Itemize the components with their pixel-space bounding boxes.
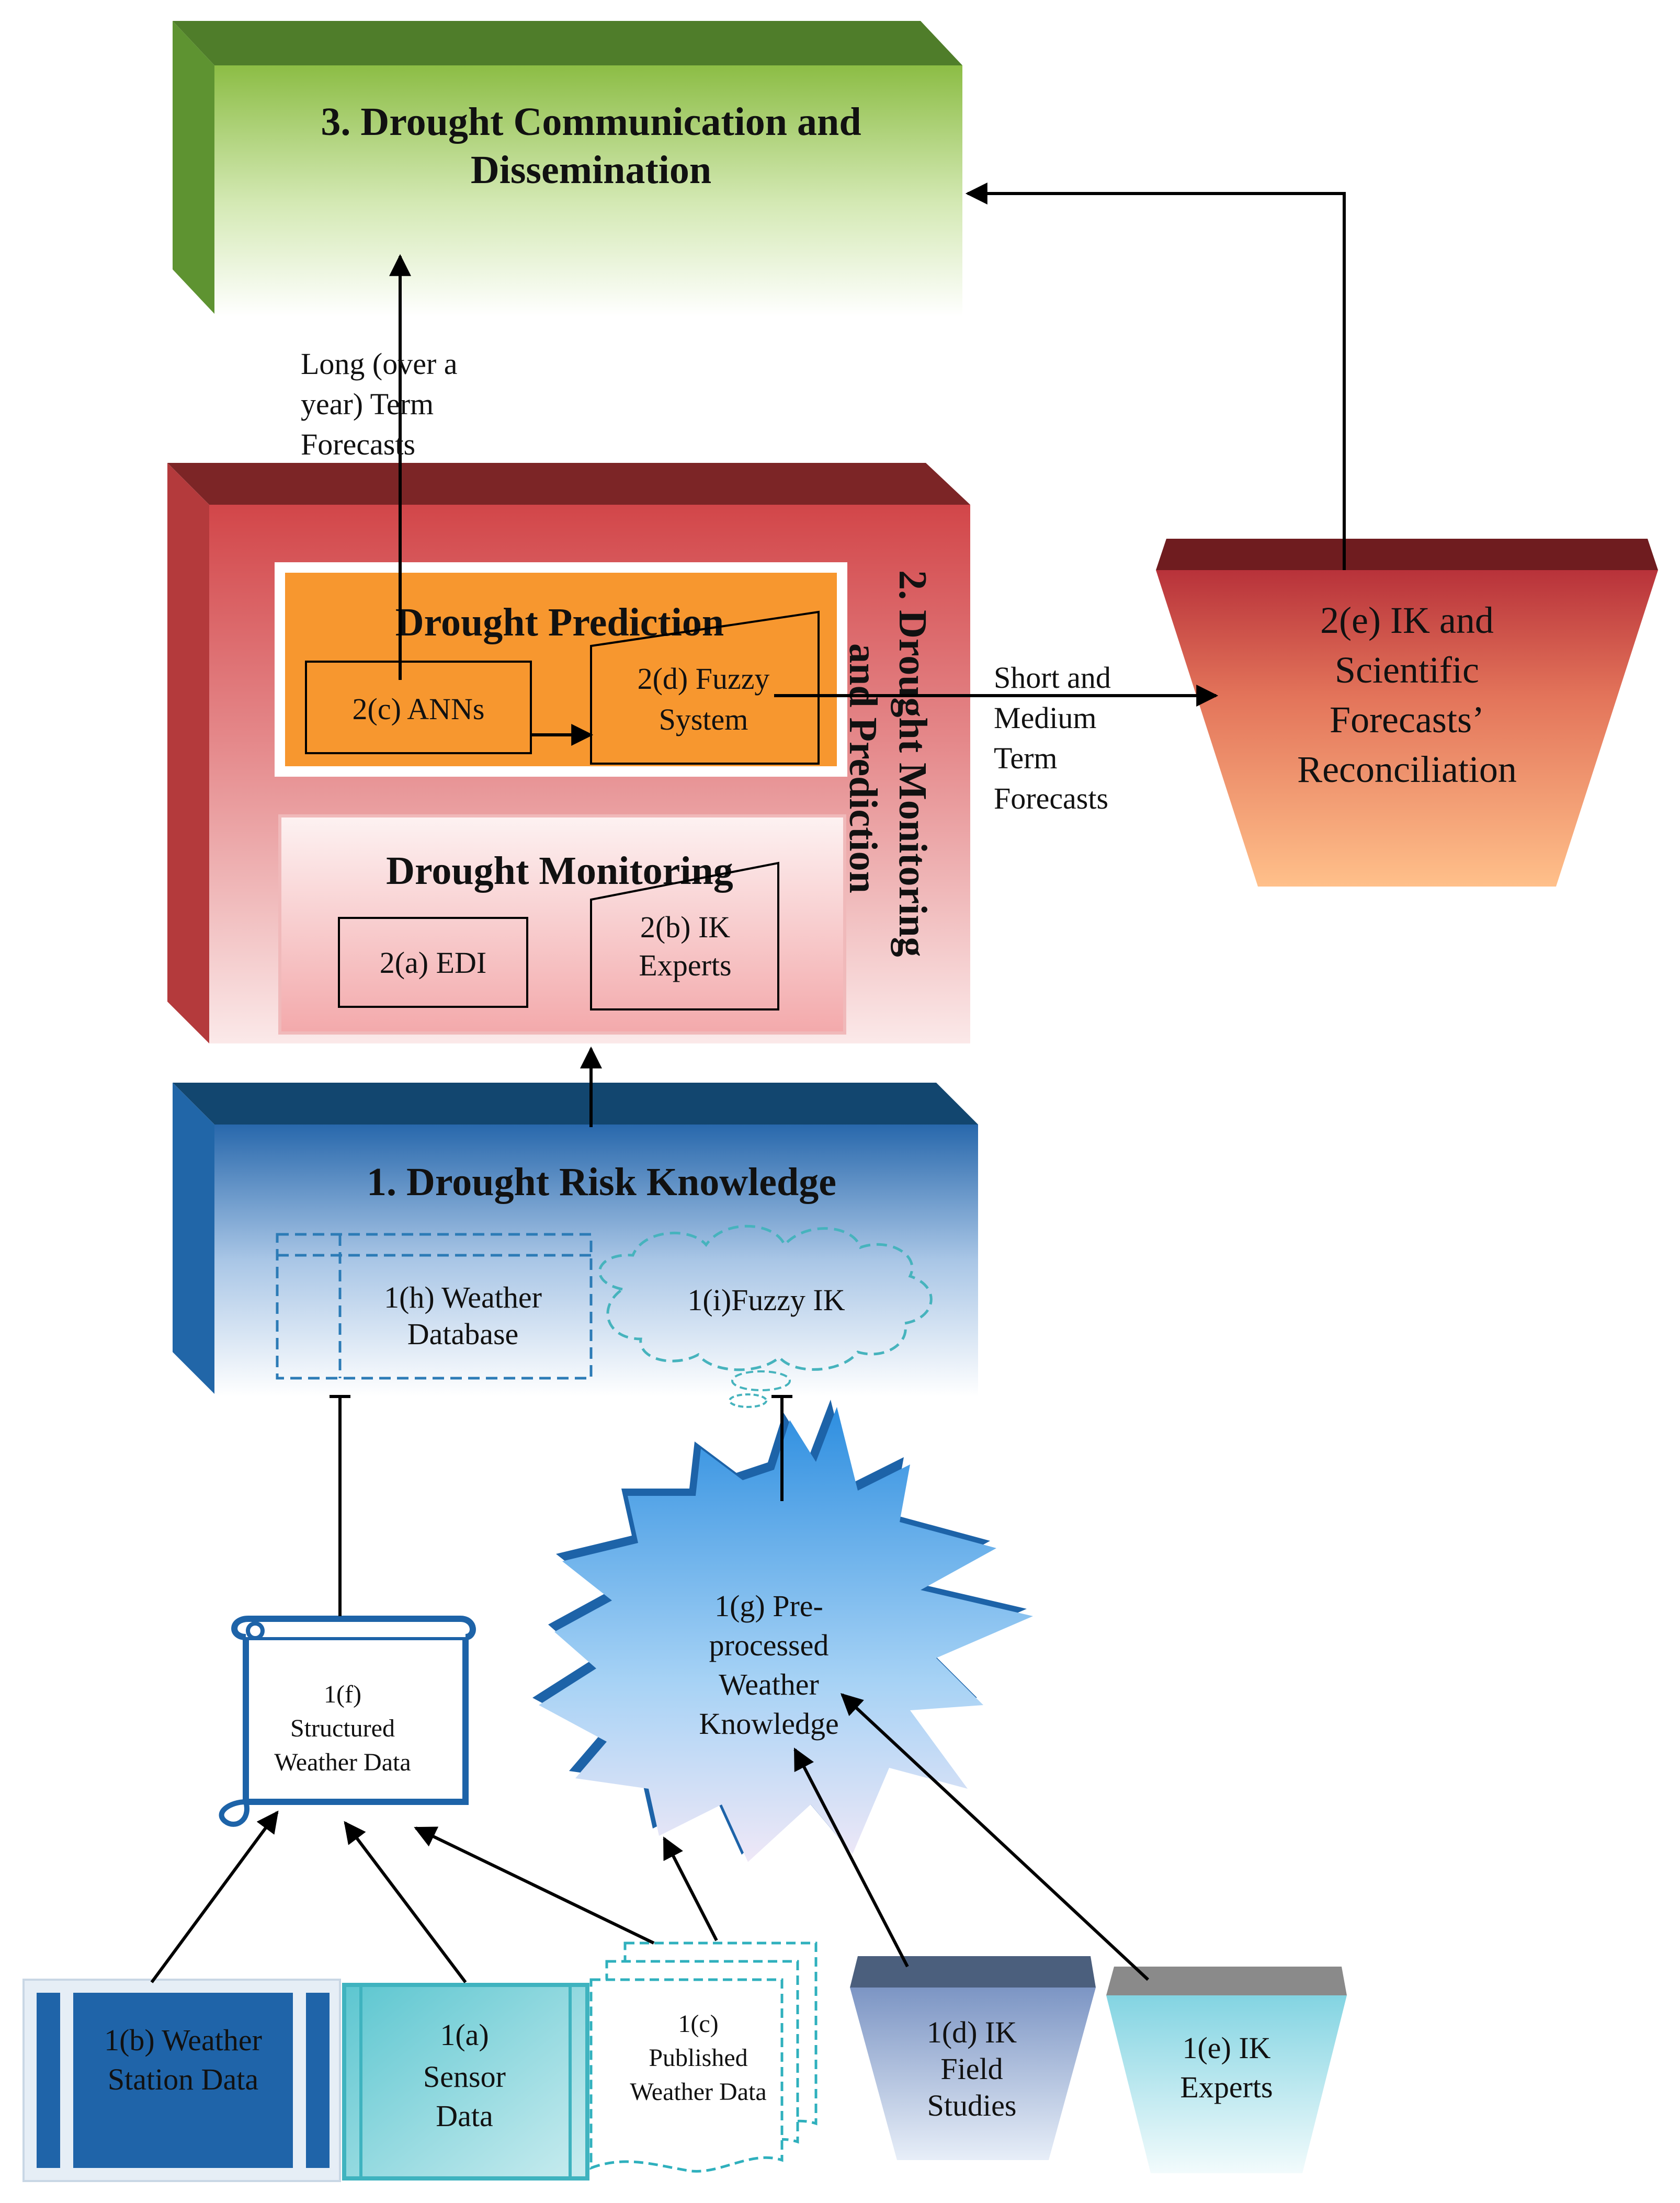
fuzzy-system-label-line2: System xyxy=(659,702,748,736)
reconciliation-node: 2(e) IK and Scientific Forecasts’ Reconc… xyxy=(1156,539,1658,887)
weather-station-line2: Station Data xyxy=(108,2062,258,2096)
weather-database-line2: Database xyxy=(407,1317,519,1351)
preprocessed-knowledge-node: 1(g) Pre- processed Weather Knowledge xyxy=(532,1400,1033,1862)
ik-experts-2b-line2: Experts xyxy=(639,948,731,982)
monitoring-prediction-title-line2: and Prediction xyxy=(841,643,885,893)
risk-knowledge-title: 1. Drought Risk Knowledge xyxy=(367,1160,836,1204)
ik-experts-2b-node: 2(b) IK Experts xyxy=(590,861,779,1010)
edi-node: 2(a) EDI xyxy=(338,917,528,1008)
anns-node: 2(c) ANNs xyxy=(305,661,532,754)
structured-line1: 1(f) xyxy=(324,1680,361,1708)
short-term-line3: Term xyxy=(994,741,1058,775)
sensor-line2: Sensor xyxy=(423,2060,506,2094)
arrow-reconciliation-to-communication xyxy=(965,183,1346,570)
weather-station-line1: 1(b) Weather xyxy=(104,2023,262,2057)
sensor-line3: Data xyxy=(436,2099,493,2133)
reconciliation-line2: Scientific xyxy=(1335,649,1479,691)
long-term-line2: year) Term xyxy=(301,387,434,421)
short-term-line1: Short and xyxy=(994,661,1111,695)
weather-database-node: 1(h) Weather Database xyxy=(276,1233,593,1380)
sensor-data-node: 1(a) Sensor Data xyxy=(342,1983,589,2181)
communication-dissemination-block: 3. Drought Communication and Disseminati… xyxy=(173,21,962,316)
short-medium-forecast-label: Short and Medium Term Forecasts xyxy=(994,661,1111,815)
ik-experts-2b-line1: 2(b) IK xyxy=(640,910,730,944)
fuzzy-system-label-line1: 2(d) Fuzzy xyxy=(638,662,770,696)
drought-risk-knowledge-block: 1. Drought Risk Knowledge xyxy=(173,1083,978,1396)
preprocessed-line1: 1(g) Pre- xyxy=(714,1589,823,1623)
edi-label: 2(a) EDI xyxy=(380,946,487,980)
monitoring-prediction-title-line1: 2. Drought Monitoring xyxy=(891,570,935,957)
reconciliation-line4: Reconciliation xyxy=(1297,748,1517,790)
communication-title-line2: Dissemination xyxy=(471,148,711,192)
arrow-sensor-to-structured xyxy=(344,1821,467,1983)
fuzzy-ik-cloud-node: 1(i)Fuzzy IK xyxy=(598,1224,933,1408)
communication-title-line1: 3. Drought Communication and xyxy=(321,100,861,144)
ik-experts-1e-node: 1(e) IK Experts xyxy=(1106,1967,1347,2173)
published-line1: 1(c) xyxy=(678,2010,718,2038)
structured-line2: Structured xyxy=(290,1714,395,1742)
preprocessed-line3: Weather xyxy=(719,1667,819,1701)
reconciliation-line3: Forecasts’ xyxy=(1330,699,1484,741)
weather-station-data-node: 1(b) Weather Station Data xyxy=(22,1979,341,2182)
long-term-line3: Forecasts xyxy=(301,427,415,461)
arrow-ik-experts-to-preprocessed xyxy=(840,1693,1150,1981)
arrow-field-studies-to-preprocessed xyxy=(793,1747,909,1968)
arrow-published-to-structured xyxy=(414,1826,655,1945)
arrow-weather-station-to-structured xyxy=(150,1810,279,1983)
structured-line3: Weather Data xyxy=(274,1748,411,1776)
field-studies-line1: 1(d) IK xyxy=(927,2015,1017,2049)
fuzzy-ik-label: 1(i)Fuzzy IK xyxy=(687,1283,845,1317)
published-line3: Weather Data xyxy=(630,2078,766,2106)
weather-database-line1: 1(h) Weather xyxy=(384,1280,542,1314)
reconciliation-line1: 2(e) IK and xyxy=(1320,599,1494,641)
anns-label: 2(c) ANNs xyxy=(353,692,485,726)
monitoring-title: Drought Monitoring xyxy=(386,849,733,893)
field-studies-line3: Studies xyxy=(927,2088,1017,2122)
published-line2: Published xyxy=(649,2044,747,2072)
ik-experts-1e-line1: 1(e) IK xyxy=(1182,2031,1270,2065)
long-term-line1: Long (over a xyxy=(301,347,458,381)
short-term-line2: Medium xyxy=(994,701,1097,735)
arrow-published-to-preprocessed xyxy=(663,1836,718,1941)
long-term-forecast-label: Long (over a year) Term Forecasts xyxy=(301,347,458,461)
structured-weather-data-node: 1(f) Structured Weather Data xyxy=(219,1616,476,1827)
field-studies-line2: Field xyxy=(940,2052,1003,2086)
published-weather-data-node: 1(c) Published Weather Data xyxy=(589,1941,818,2173)
sensor-line1: 1(a) xyxy=(440,2018,489,2052)
ik-experts-1e-line2: Experts xyxy=(1180,2070,1273,2104)
prediction-title: Drought Prediction xyxy=(395,600,724,644)
preprocessed-line4: Knowledge xyxy=(699,1707,838,1741)
ik-field-studies-node: 1(d) IK Field Studies xyxy=(850,1956,1096,2160)
connectors xyxy=(150,183,1346,1983)
drought-monitoring-panel: Drought Monitoring xyxy=(278,814,846,1035)
short-term-line4: Forecasts xyxy=(994,781,1108,815)
preprocessed-line2: processed xyxy=(709,1628,829,1662)
